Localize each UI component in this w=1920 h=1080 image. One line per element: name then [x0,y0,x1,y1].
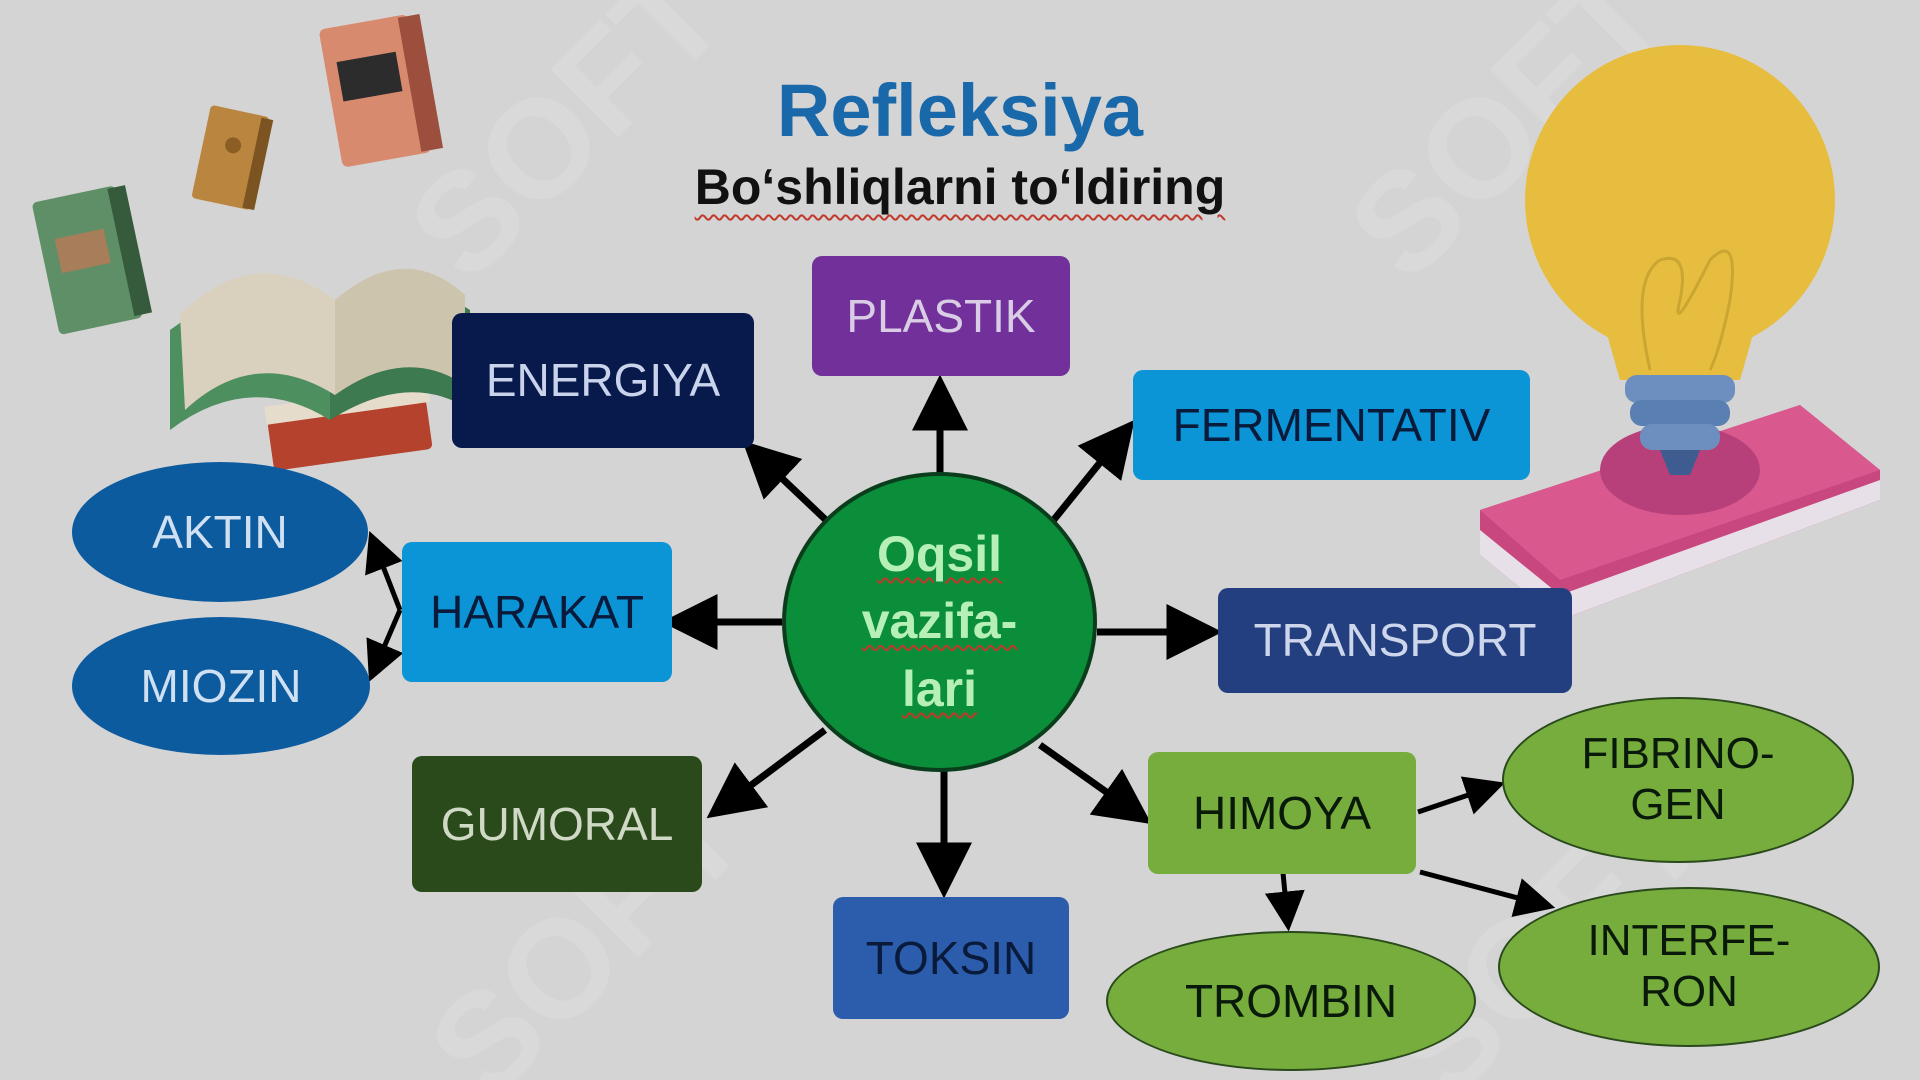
node-toksin-label: TOKSIN [865,931,1037,984]
node-fibrinogen-label: FIBRINO- GEN [1581,729,1775,829]
node-himoya: HIMOYA [1148,752,1416,874]
node-aktin: AKTIN [72,462,368,602]
lightbulb-illustration [1480,45,1880,620]
node-miozin: MIOZIN [72,617,370,755]
node-energiya-label: ENERGIYA [485,354,721,407]
node-trombin: TROMBIN [1106,931,1476,1071]
node-transport-label: TRANSPORT [1253,614,1537,667]
node-toksin: TOKSIN [833,897,1069,1019]
node-interferon: INTERFE- RON [1498,887,1880,1047]
node-transport: TRANSPORT [1218,588,1572,693]
node-himoya-label: HIMOYA [1192,786,1372,839]
node-fibrinogen: FIBRINO- GEN [1502,697,1854,863]
node-gumoral: GUMORAL [412,756,702,892]
node-plastik-label: PLASTIK [846,289,1036,342]
node-fermentativ-label: FERMENTATIV [1172,398,1491,451]
node-miozin-label: MIOZIN [140,659,302,712]
sub-connectors [365,531,1556,932]
node-aktin-label: AKTIN [152,505,288,558]
center-node: Oqsil vazifa- lari [782,472,1097,772]
node-fermentativ: FERMENTATIV [1133,370,1530,480]
node-trombin-label: TROMBIN [1184,974,1398,1027]
node-interferon-label: INTERFE- RON [1587,916,1791,1016]
subtitle-text: Bo‘shliqlarni to‘ldiring [694,159,1226,215]
connectors [661,374,1223,899]
page-subtitle: Bo‘shliqlarni to‘ldiring [0,158,1920,216]
books-illustration [32,14,470,471]
node-gumoral-label: GUMORAL [440,797,674,850]
node-energiya: ENERGIYA [452,313,754,448]
node-harakat: HARAKAT [402,542,672,682]
center-label: Oqsil vazifa- lari [861,525,1018,717]
node-plastik: PLASTIK [812,256,1070,376]
page-title: Refleksiya [776,69,1144,152]
node-harakat-label: HARAKAT [430,585,644,638]
